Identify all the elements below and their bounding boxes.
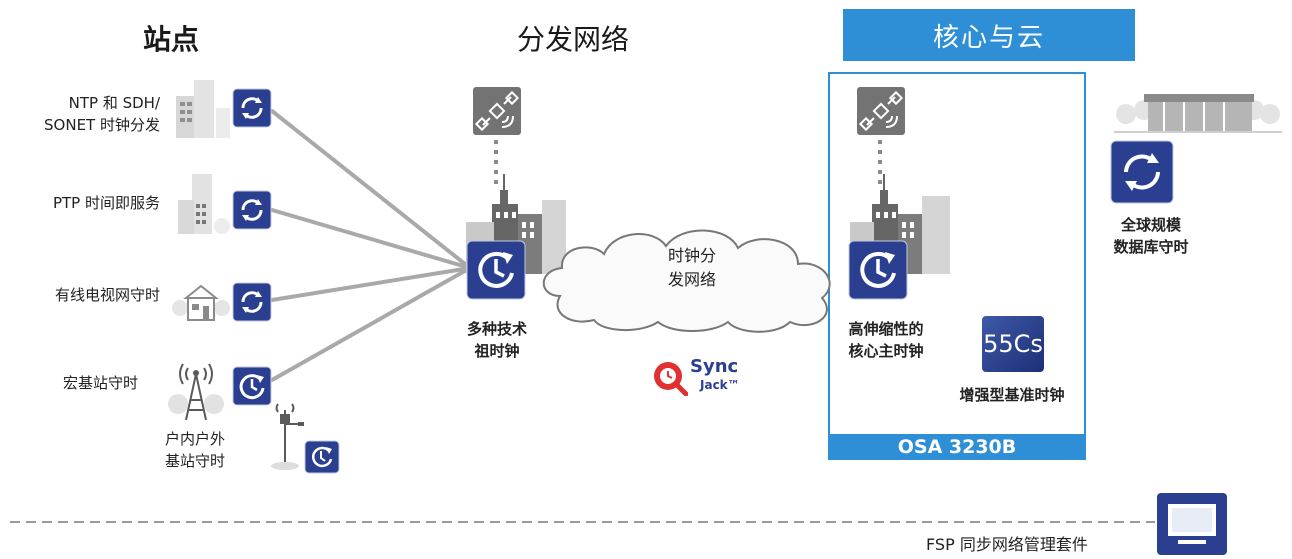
sync-icon-ntp	[232, 88, 272, 128]
heading-sites: 站点	[143, 23, 200, 56]
site-macro-label: 宏基站守时	[62, 374, 138, 392]
link-ptp	[270, 208, 472, 270]
clock-icon-macro	[232, 366, 272, 406]
site-ntp-line2: SONET 时钟分发	[44, 116, 160, 134]
syncjack-logo-icon	[654, 362, 688, 396]
site-ptp-label: PTP 时间即服务	[52, 194, 160, 212]
site-cable-label: 有线电视网守时	[54, 286, 160, 304]
cesium-label: 增强型基准时钟	[959, 386, 1065, 404]
clock-icon-core-master	[848, 240, 908, 300]
sync-icon-cable	[232, 282, 272, 322]
aggregation-line1: 多种技术	[466, 320, 527, 338]
management-label: FSP 同步网络管理套件	[926, 535, 1088, 554]
data-center-building-icon	[178, 174, 230, 234]
cloud-shape	[542, 229, 831, 333]
heading-core: 核心与云	[843, 9, 1135, 61]
aggregation-line2: 祖时钟	[474, 342, 520, 360]
global-database-building-icon	[1114, 94, 1282, 133]
cloud-line1: 时钟分	[667, 246, 716, 265]
small-cell-pole-icon	[271, 403, 304, 470]
global-db-label: 全球规模 数据库守时	[1106, 214, 1196, 258]
house-icon	[172, 284, 230, 321]
clock-icon-aggregation	[466, 240, 526, 300]
product-label: OSA 3230B	[828, 434, 1086, 460]
indoor-line1: 户内户外	[164, 430, 225, 448]
core-master-line2: 核心主时钟	[848, 342, 924, 360]
core-master-line1: 高伸缩性的	[848, 320, 924, 338]
sync-icon-ptp	[232, 190, 272, 230]
aggregation-label: 多种技术 祖时钟	[452, 318, 542, 362]
satellite-icon-core	[857, 87, 905, 135]
link-cable	[270, 266, 472, 302]
clock-icon-indoor	[304, 440, 340, 474]
cloud-line2: 发网络	[667, 270, 716, 289]
cloud-label: 时钟分 发网络	[642, 244, 742, 292]
monitor-icon	[1157, 493, 1227, 555]
indoor-label: 户内户外 基站守时	[150, 428, 240, 472]
global-db-line1: 全球规模	[1120, 216, 1181, 234]
cell-tower-icon	[168, 363, 224, 421]
heading-distribution: 分发网络	[517, 23, 630, 56]
link-ntp	[270, 109, 472, 270]
office-building-icon	[176, 80, 230, 138]
core-master-label: 高伸缩性的 核心主时钟	[836, 318, 936, 362]
syncjack-sync-text: Sync	[690, 356, 739, 377]
cesium-badge: 55Cs	[982, 316, 1044, 372]
global-db-line2: 数据库守时	[1113, 238, 1189, 256]
sync-icon-global	[1110, 140, 1174, 204]
syncjack-jack-text: Jack™	[700, 378, 740, 392]
satellite-icon-distribution	[473, 87, 521, 135]
link-macro	[270, 266, 472, 382]
site-ntp-line1: NTP 和 SDH/	[68, 94, 160, 112]
indoor-line2: 基站守时	[164, 452, 225, 470]
site-ntp-label: NTP 和 SDH/ SONET 时钟分发	[30, 92, 160, 136]
